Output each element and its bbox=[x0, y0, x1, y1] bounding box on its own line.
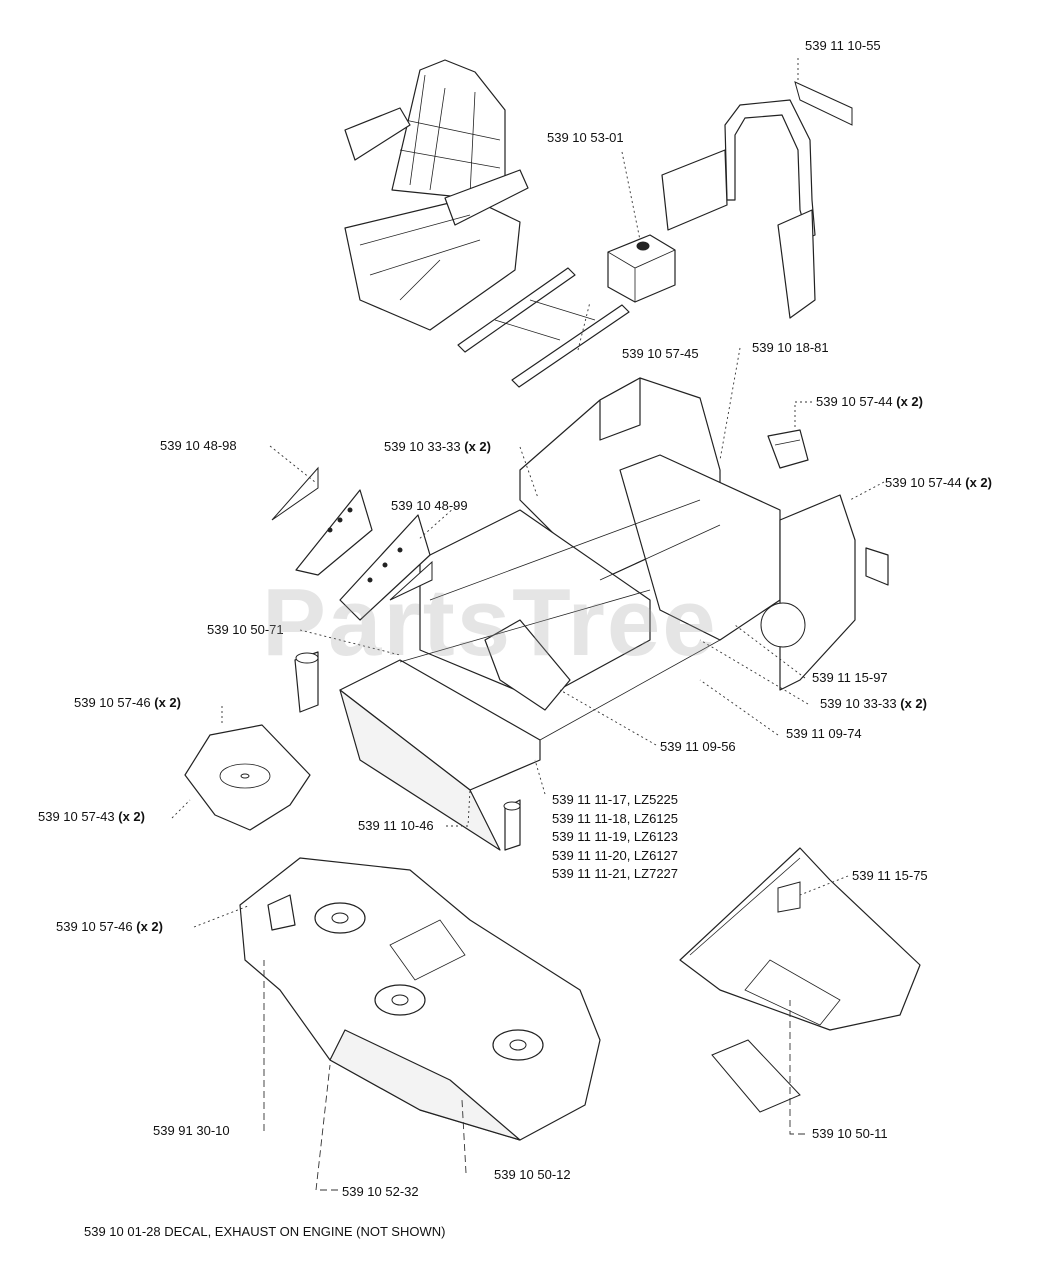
callout-variant-1: 539 11 11-17, LZ5225 bbox=[552, 792, 678, 807]
callout-539-10-57-44-a: 539 10 57-44 (x 2) bbox=[816, 394, 923, 409]
callout-variant-3: 539 11 11-19, LZ6123 bbox=[552, 829, 678, 844]
quantity: (x 2) bbox=[900, 696, 927, 711]
callout-539-10-57-43: 539 10 57-43 (x 2) bbox=[38, 809, 145, 824]
callout-539-10-50-71: 539 10 50-71 bbox=[207, 622, 284, 637]
part-number: 539 10 57-46 bbox=[56, 919, 133, 934]
callout-539-11-10-46: 539 11 10-46 bbox=[358, 818, 434, 833]
callout-539-11-10-55: 539 11 10-55 bbox=[805, 38, 881, 53]
quantity: (x 2) bbox=[136, 919, 163, 934]
callout-539-10-33-33-b: 539 10 33-33 (x 2) bbox=[820, 696, 927, 711]
callout-539-10-57-46-a: 539 10 57-46 (x 2) bbox=[74, 695, 181, 710]
callout-539-11-15-75: 539 11 15-75 bbox=[852, 868, 928, 883]
callout-variant-5: 539 11 11-21, LZ7227 bbox=[552, 866, 678, 881]
callout-labels: 539 11 10-55 539 10 53-01 539 10 57-45 5… bbox=[38, 38, 992, 1199]
callout-539-10-50-11: 539 10 50-11 bbox=[812, 1126, 888, 1141]
mower-deck bbox=[239, 857, 601, 1141]
pivot-plate bbox=[184, 724, 311, 831]
part-number: 539 10 33-33 bbox=[384, 439, 461, 454]
quantity: (x 2) bbox=[154, 695, 181, 710]
callout-539-10-57-46-b: 539 10 57-46 (x 2) bbox=[56, 919, 163, 934]
callout-539-11-09-74: 539 11 09-74 bbox=[786, 726, 862, 741]
callout-539-10-57-44-b: 539 10 57-44 (x 2) bbox=[885, 475, 992, 490]
quantity: (x 2) bbox=[118, 809, 145, 824]
callout-539-10-48-99: 539 10 48-99 bbox=[391, 498, 468, 513]
part-number: 539 10 57-43 bbox=[38, 809, 115, 824]
part-number: 539 10 57-46 bbox=[74, 695, 151, 710]
seat-mounting-rails bbox=[457, 267, 630, 388]
quantity: (x 2) bbox=[965, 475, 992, 490]
leader-lines bbox=[171, 58, 885, 1191]
seat-assembly bbox=[344, 59, 529, 331]
angle-brackets bbox=[767, 429, 809, 469]
callout-539-11-15-97: 539 11 15-97 bbox=[812, 670, 888, 685]
quantity: (x 2) bbox=[464, 439, 491, 454]
callout-539-11-09-56: 539 11 09-56 bbox=[660, 739, 736, 754]
callout-539-10-50-12: 539 10 50-12 bbox=[494, 1167, 571, 1182]
callout-539-10-48-98: 539 10 48-98 bbox=[160, 438, 237, 453]
callout-539-10-57-45: 539 10 57-45 bbox=[622, 346, 699, 361]
callout-539-10-33-33-a: 539 10 33-33 (x 2) bbox=[384, 439, 491, 454]
part-number: 539 10 57-44 bbox=[885, 475, 962, 490]
callout-variant-2: 539 11 11-18, LZ6125 bbox=[552, 811, 678, 826]
part-number: 539 10 33-33 bbox=[820, 696, 897, 711]
callout-539-10-53-01: 539 10 53-01 bbox=[547, 130, 624, 145]
main-frame bbox=[294, 377, 889, 851]
rollover-bar bbox=[661, 81, 853, 319]
part-number: 539 10 57-44 bbox=[816, 394, 893, 409]
footer-note: 539 10 01-28 DECAL, EXHAUST ON ENGINE (N… bbox=[84, 1224, 446, 1239]
hydraulic-tank bbox=[607, 234, 676, 303]
callout-539-91-30-10: 539 91 30-10 bbox=[153, 1123, 230, 1138]
callout-539-10-18-81: 539 10 18-81 bbox=[752, 340, 829, 355]
quantity: (x 2) bbox=[896, 394, 923, 409]
callout-variant-4: 539 11 11-20, LZ6127 bbox=[552, 848, 678, 863]
callout-539-10-52-32: 539 10 52-32 bbox=[342, 1184, 419, 1199]
side-decals bbox=[271, 466, 433, 621]
footrest-plate bbox=[679, 847, 921, 1113]
